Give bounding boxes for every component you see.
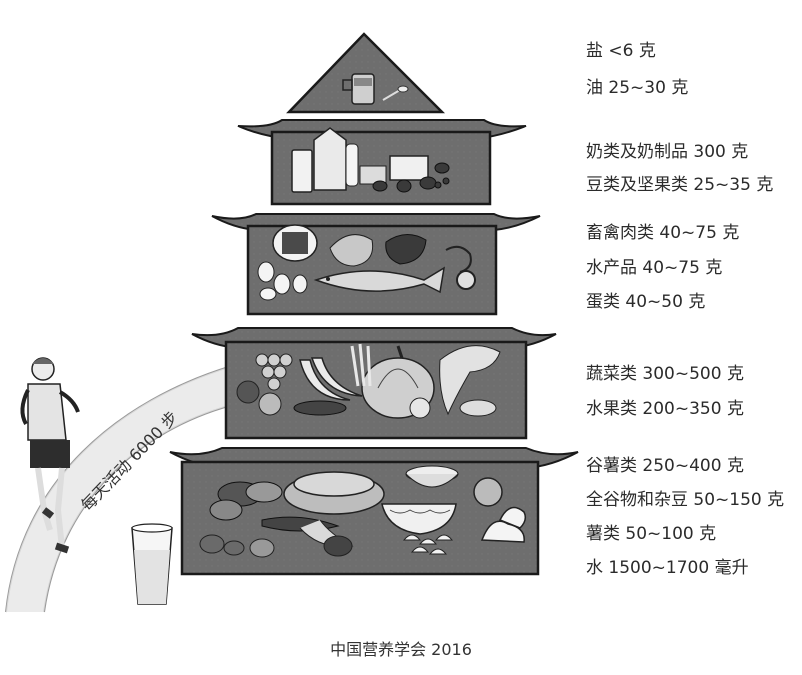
rice-bowl-icon	[405, 465, 459, 488]
tier-2-dairy-beans	[237, 119, 527, 206]
tier-1-salt-oil	[286, 32, 446, 114]
beans-nuts-label: 豆类及坚果类 25~35 克	[586, 175, 774, 195]
vegetable-greens-icon	[293, 345, 501, 419]
shrimp-icon	[445, 245, 476, 290]
grapes-icon	[236, 353, 293, 416]
milk-carton-icon	[313, 127, 359, 191]
salt-shaker-icon	[342, 73, 375, 105]
vegetables-label: 蔬菜类 300~500 克	[586, 364, 744, 384]
bread-icon	[209, 481, 283, 521]
meat-icon	[272, 224, 427, 267]
fruits-label: 水果类 200~350 克	[586, 399, 744, 419]
dairy-label: 奶类及奶制品 300 克	[586, 142, 749, 162]
running-track-fill	[6, 366, 232, 612]
grains-label: 谷薯类 250~400 克	[586, 456, 744, 476]
egg-icon	[257, 261, 308, 301]
noodle-bowl-icon	[381, 503, 457, 535]
milk-glass-icon	[291, 149, 313, 193]
whole-grains-label: 全谷物和杂豆 50~150 克	[586, 490, 785, 510]
cheese-icon	[359, 155, 429, 185]
steamed-bun-icon	[473, 477, 527, 543]
water-label: 水 1500~1700 毫升	[586, 558, 749, 578]
oil-label: 油 25~30 克	[586, 78, 689, 98]
source-caption: 中国营养学会 2016	[330, 640, 472, 659]
beans-icon	[199, 534, 353, 558]
fish-icon	[313, 266, 446, 294]
tier-5-grains	[169, 447, 579, 576]
eggs-label: 蛋类 40~50 克	[586, 292, 706, 312]
water-glass-icon	[131, 523, 173, 605]
meat-label: 畜禽肉类 40~75 克	[586, 223, 740, 243]
nuts-icon	[372, 162, 450, 193]
tubers-label: 薯类 50~100 克	[586, 524, 717, 544]
salt-label: 盐 <6 克	[586, 41, 656, 61]
spoon-icon	[382, 85, 409, 101]
seafood-label: 水产品 40~75 克	[586, 258, 723, 278]
tier-3-meat-fish-eggs	[211, 213, 541, 316]
dumplings-icon	[402, 534, 454, 555]
flatbread-icon	[283, 471, 385, 515]
runner-icon	[20, 357, 80, 554]
banana-icon	[299, 357, 363, 401]
tier-4-vegetables-fruits	[191, 327, 557, 440]
